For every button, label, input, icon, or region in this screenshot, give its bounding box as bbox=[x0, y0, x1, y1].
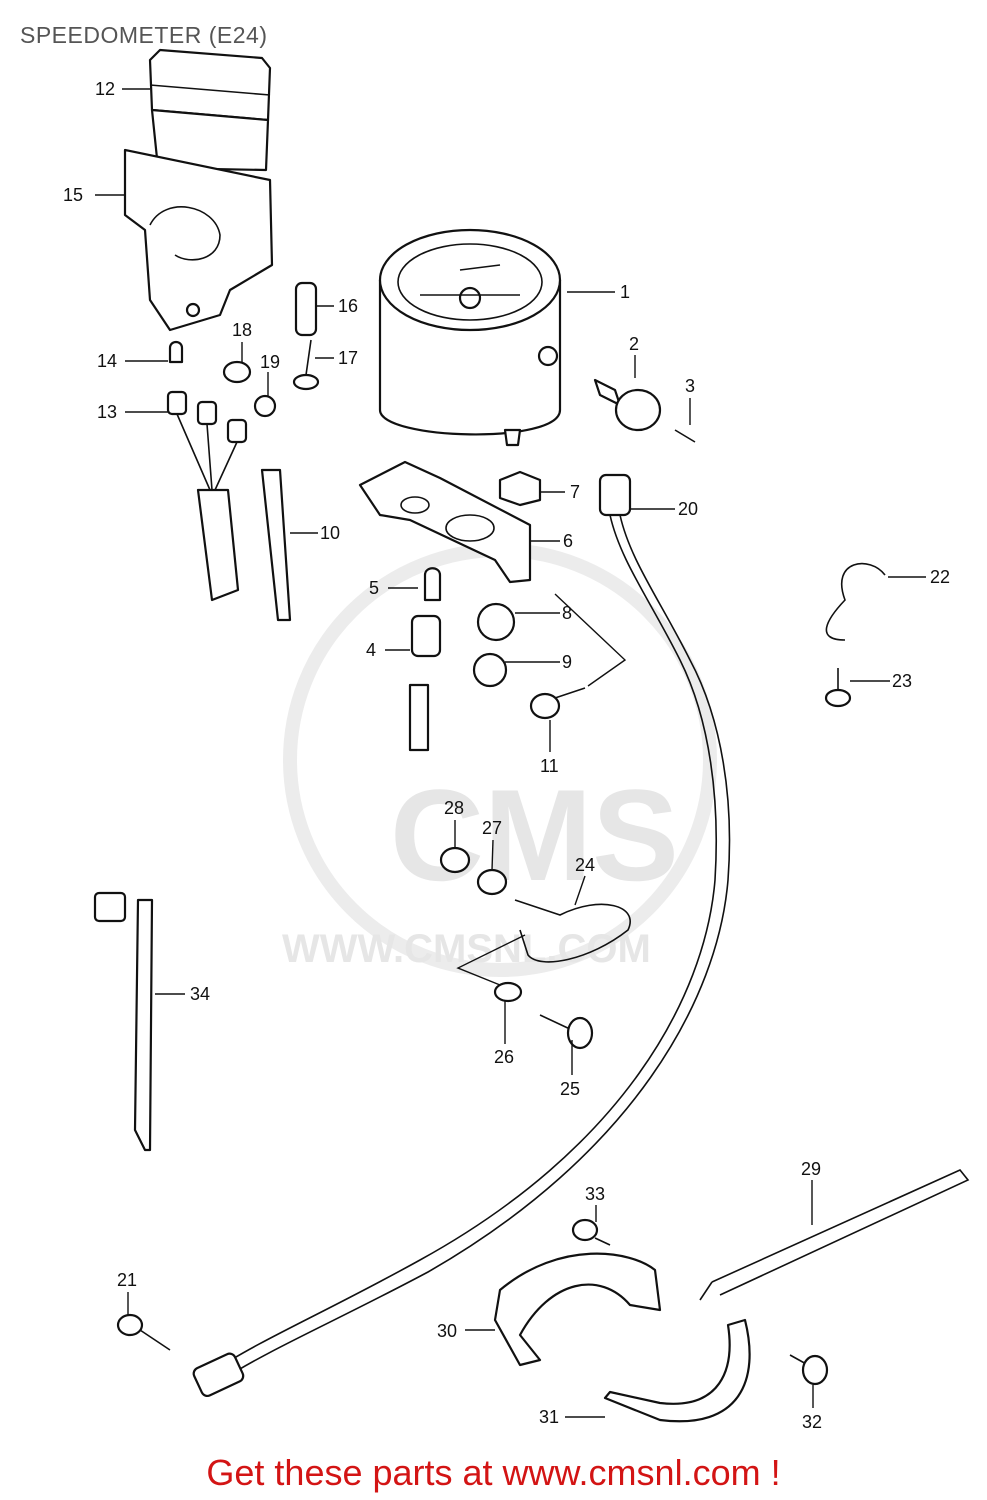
part-7-pad bbox=[498, 470, 542, 507]
diagram-title: SPEEDOMETER (E24) bbox=[20, 22, 268, 48]
callout-28: 28 bbox=[444, 798, 464, 818]
callout-15: 15 bbox=[63, 185, 83, 205]
callout-22: 22 bbox=[930, 567, 950, 587]
callout-4: 4 bbox=[366, 640, 376, 660]
callout-18: 18 bbox=[232, 320, 252, 340]
part-20-cable bbox=[192, 473, 731, 1398]
callout-13: 13 bbox=[97, 402, 117, 422]
callout-24: 24 bbox=[575, 855, 595, 875]
callout-7: 7 bbox=[570, 482, 580, 502]
callout-16: 16 bbox=[338, 296, 358, 316]
part-5-bulb bbox=[423, 567, 442, 602]
callout-34: 34 bbox=[190, 984, 210, 1004]
leader-lines bbox=[95, 88, 926, 1418]
callout-3: 3 bbox=[685, 376, 695, 396]
part-1-speedometer bbox=[378, 228, 562, 447]
part-31-clamp bbox=[603, 1318, 751, 1423]
callout-32: 32 bbox=[802, 1412, 822, 1432]
callout-labels: 1 2 3 4 5 6 7 8 9 10 11 12 13 14 15 16 1… bbox=[63, 79, 950, 1432]
part-15-housing bbox=[123, 148, 274, 332]
part-17-screw bbox=[292, 339, 320, 391]
group-line-24-26 bbox=[456, 934, 526, 986]
watermark: CMS WWW.CMSNL.COM bbox=[282, 543, 717, 977]
callout-14: 14 bbox=[97, 351, 117, 371]
callout-9: 9 bbox=[562, 652, 572, 672]
part-11-bolt bbox=[529, 687, 586, 720]
callout-21: 21 bbox=[117, 1270, 137, 1290]
callout-30: 30 bbox=[437, 1321, 457, 1341]
part-23-screw bbox=[824, 668, 852, 708]
part-19-screw bbox=[253, 394, 277, 418]
callout-10: 10 bbox=[320, 523, 340, 543]
part-29-strap bbox=[699, 1169, 970, 1301]
callout-27: 27 bbox=[482, 818, 502, 838]
part-32-bolt bbox=[789, 1354, 829, 1386]
part-13-harness bbox=[166, 390, 248, 602]
part-28-nut bbox=[439, 846, 471, 874]
part-30-clamp bbox=[493, 1252, 662, 1367]
part-22-clip bbox=[825, 562, 886, 641]
callout-6: 6 bbox=[563, 531, 573, 551]
callout-12: 12 bbox=[95, 79, 115, 99]
callout-26: 26 bbox=[494, 1047, 514, 1067]
part-12-cover bbox=[148, 48, 272, 172]
part-10-wire bbox=[260, 468, 292, 622]
part-2-knob bbox=[593, 378, 662, 432]
part-18-grommet bbox=[222, 360, 252, 384]
callout-33: 33 bbox=[585, 1184, 605, 1204]
part-8-grommet bbox=[476, 602, 516, 642]
part-4-socket bbox=[408, 614, 442, 752]
callout-5: 5 bbox=[369, 578, 379, 598]
part-34-tie bbox=[93, 891, 154, 1152]
part-25-bolt bbox=[539, 1014, 594, 1050]
footer-link[interactable]: Get these parts at www.cmsnl.com ! bbox=[206, 1452, 781, 1493]
callout-25: 25 bbox=[560, 1079, 580, 1099]
callout-31: 31 bbox=[539, 1407, 559, 1427]
part-21-bolt bbox=[116, 1313, 171, 1351]
part-9-nut bbox=[472, 652, 508, 688]
callout-2: 2 bbox=[629, 334, 639, 354]
callout-11: 11 bbox=[540, 756, 559, 776]
callout-8: 8 bbox=[562, 603, 572, 623]
callout-23: 23 bbox=[892, 671, 912, 691]
part-27-collar bbox=[476, 868, 508, 896]
part-16-sleeve bbox=[294, 281, 318, 337]
part-3-screw bbox=[674, 429, 696, 443]
callout-19: 19 bbox=[260, 352, 280, 372]
part-24-bracket bbox=[514, 899, 631, 963]
part-26-washer bbox=[493, 981, 523, 1003]
callout-29: 29 bbox=[801, 1159, 821, 1179]
group-line-8-11 bbox=[554, 593, 627, 687]
part-14-bulb bbox=[168, 340, 184, 364]
callout-1: 1 bbox=[620, 282, 630, 302]
callout-17: 17 bbox=[338, 348, 358, 368]
part-33-bolt bbox=[571, 1218, 611, 1246]
part-6-bracket bbox=[358, 460, 532, 584]
callout-20: 20 bbox=[678, 499, 698, 519]
watermark-logo: CMS bbox=[390, 762, 679, 908]
